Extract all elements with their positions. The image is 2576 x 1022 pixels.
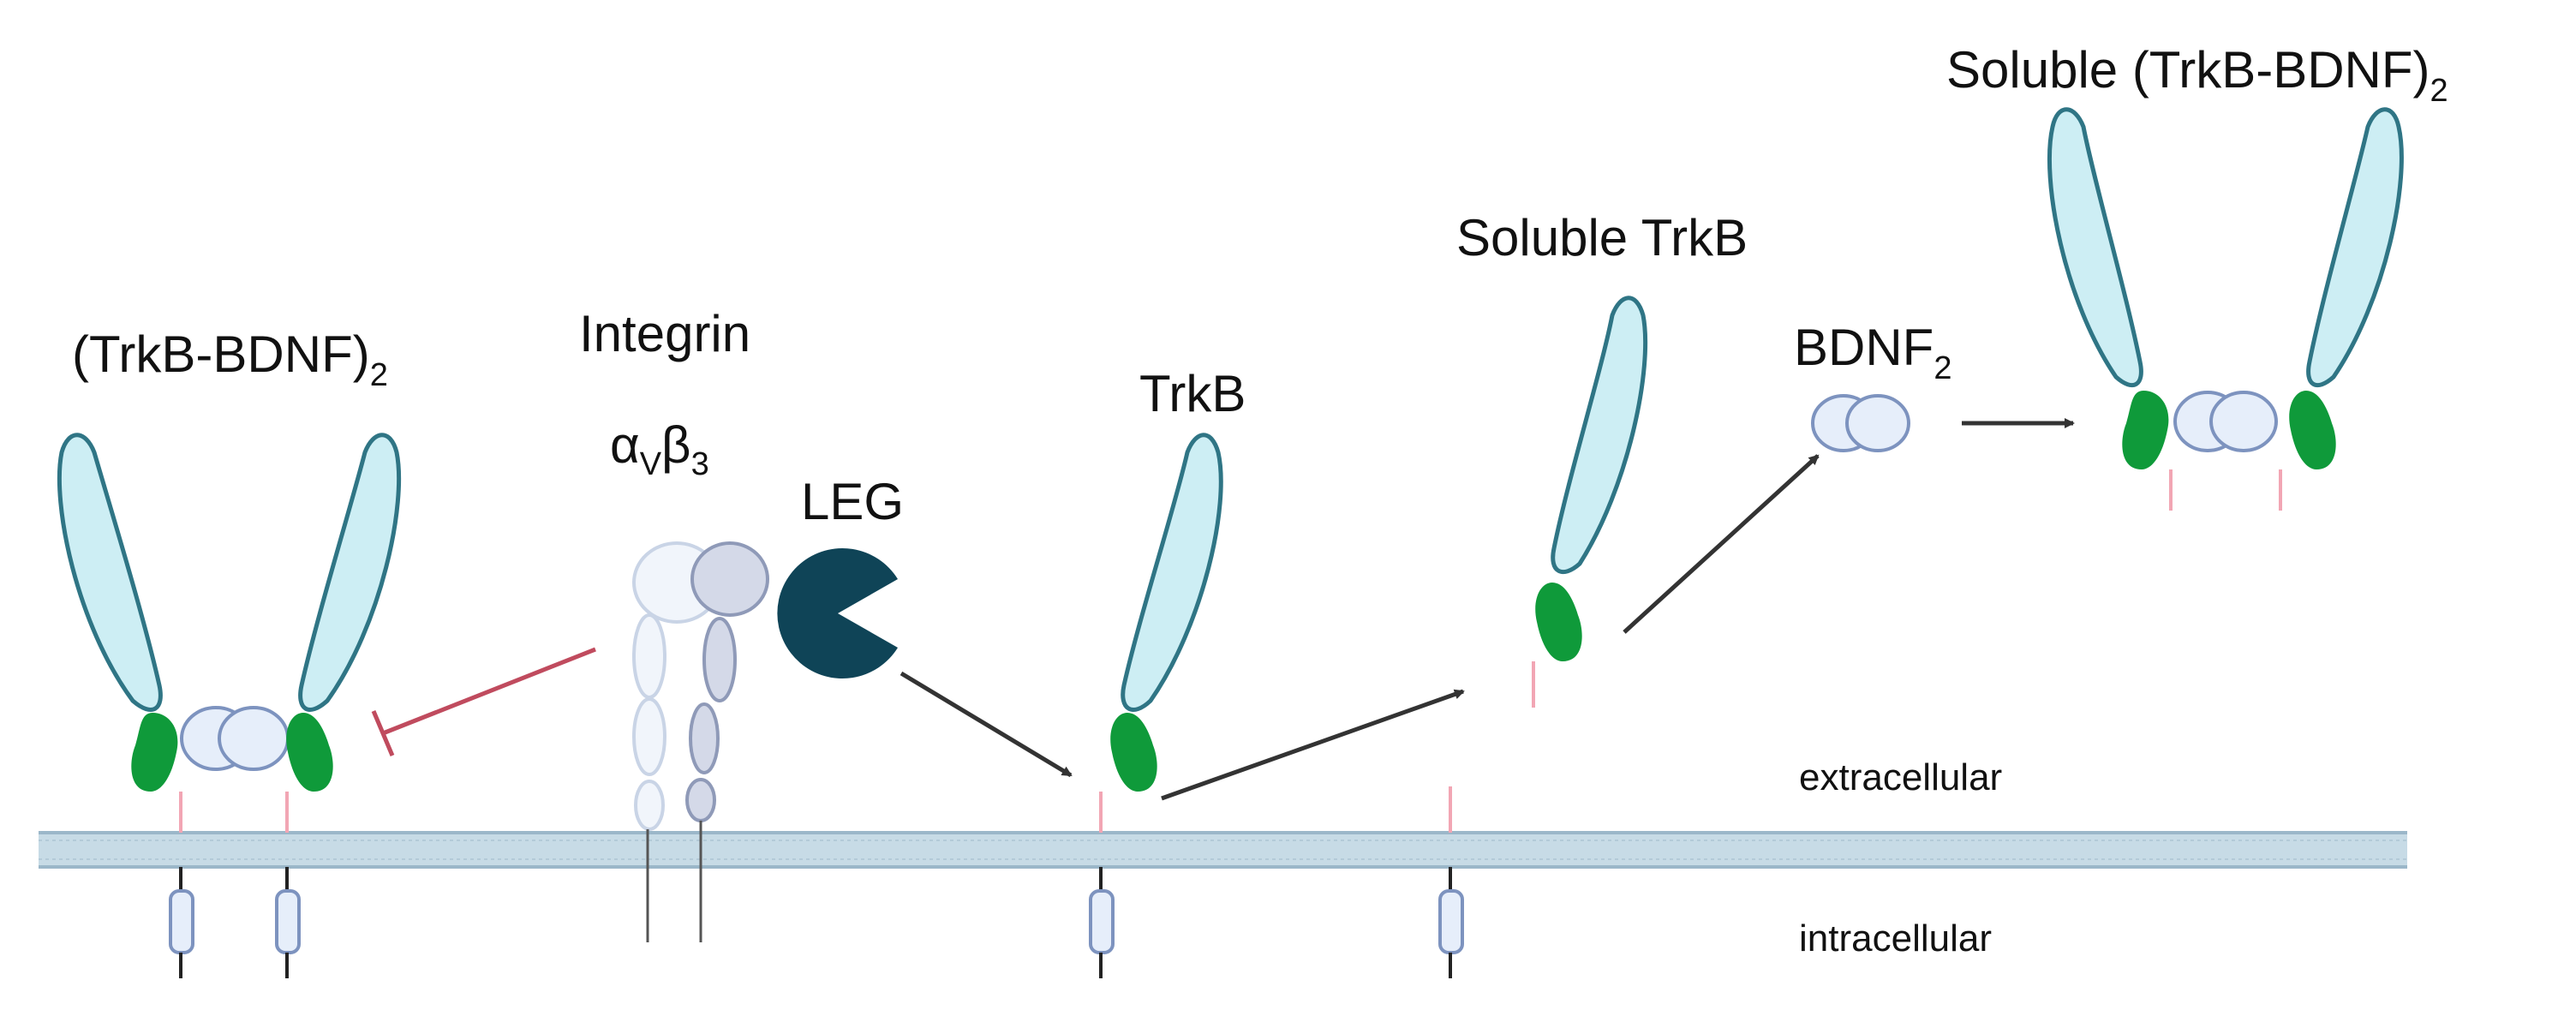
arrow-leg-to-trkb [900, 671, 1073, 778]
label-leg: LEG [801, 473, 904, 530]
trkb-ecd-right [298, 433, 402, 712]
integrin-beta-subunit [685, 541, 769, 822]
label-intracellular: intracellular [1799, 917, 1992, 959]
trkb-ecd-right [2306, 107, 2404, 388]
trkb-green-domain [286, 713, 333, 792]
soluble-trkb-ecd [1551, 296, 1648, 575]
label-trkb-bdnf-dimer: (TrkB-BDNF)2 [72, 326, 388, 393]
trkb-ecd-left [2047, 107, 2143, 388]
trkb-ecd [1121, 433, 1223, 712]
leg-protease-icon [777, 548, 898, 678]
inhibition-line [371, 647, 596, 756]
trkb-bdnf-dimer-membrane [57, 433, 402, 978]
soluble-trkb [1532, 296, 1648, 708]
kinase-domain [275, 889, 301, 954]
label-extracellular: extracellular [1799, 756, 2002, 798]
trkb-ecd-left [57, 433, 163, 712]
trkb-green-domain [2122, 391, 2169, 469]
arrow-trkb-to-soluble [1161, 689, 1465, 801]
trkb-green-domain [1110, 713, 1157, 792]
cell-membrane [39, 831, 2407, 869]
soluble-trkb-green-domain [1535, 583, 1582, 661]
trkb-green-domain [131, 713, 178, 792]
label-alphav-beta3: αVβ3 [610, 416, 709, 482]
bdnf-dimer-free [1811, 394, 1910, 452]
trkb-membrane-monomer [1089, 433, 1223, 978]
integrin-alphav-beta3 [632, 541, 769, 942]
soluble-trkb-bdnf-dimer [2047, 107, 2404, 511]
arrow-soluble-to-bdnf [1623, 454, 1820, 634]
trkb-green-domain [2289, 391, 2336, 469]
label-trkb: TrkB [1139, 365, 1246, 422]
bdnf-monomer [2209, 391, 2278, 452]
kinase-domain [1089, 889, 1115, 954]
kinase-domain [1438, 889, 1464, 954]
cleaved-trkb-remnant [1438, 786, 1464, 978]
label-integrin: Integrin [579, 305, 750, 362]
label-bdnf2: BDNF2 [1794, 319, 1951, 386]
label-soluble-trkb: Soluble TrkB [1456, 209, 1748, 266]
bdnf-monomer [218, 706, 290, 771]
kinase-domain [169, 889, 194, 954]
label-soluble-trkb-bdnf-dimer: Soluble (TrkB-BDNF)2 [1946, 41, 2448, 109]
